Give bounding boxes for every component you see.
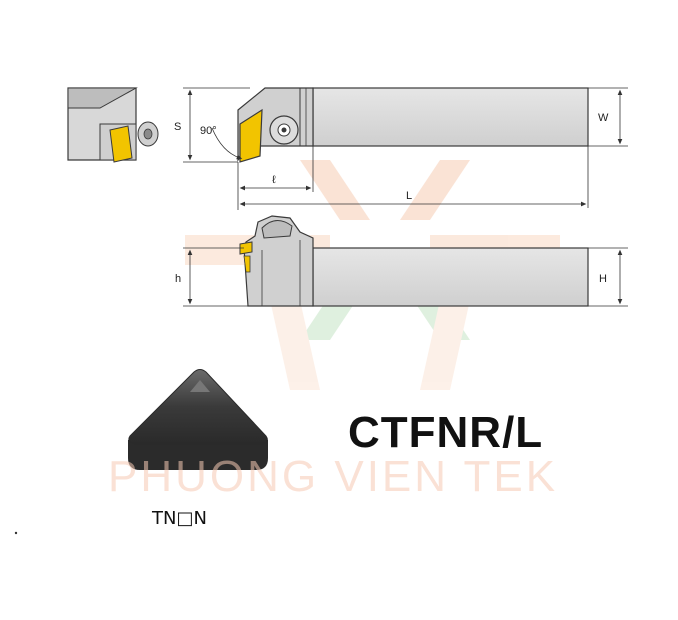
dim-label-L: L	[406, 190, 412, 202]
top-view	[211, 87, 589, 163]
insert-top-icon	[239, 108, 263, 163]
dim-label-W: W	[598, 112, 609, 124]
model-code-title: CTFNR/L	[348, 408, 544, 457]
watermark-text: PHUONG VIEN TEK	[108, 452, 559, 501]
insert-side-icon	[239, 241, 253, 255]
dim-label-S: S	[174, 121, 181, 133]
insert-code-label: TN□N	[152, 508, 207, 529]
insert-icon	[109, 125, 133, 163]
clamp-side-icon	[261, 220, 293, 239]
dim-label-h: h	[175, 273, 181, 285]
dim-label-H: H	[599, 273, 607, 285]
dimension-lines	[183, 87, 628, 307]
angle-label: 90°	[200, 125, 217, 137]
head-side	[243, 215, 314, 307]
side-view	[239, 215, 589, 307]
shank-top	[312, 87, 589, 147]
dim-label-l: ℓ	[272, 174, 276, 186]
stray-dot	[14, 531, 18, 535]
shank-side	[312, 247, 589, 307]
triangle-insert-icon	[128, 369, 268, 470]
holder-perspective-view	[67, 87, 159, 163]
